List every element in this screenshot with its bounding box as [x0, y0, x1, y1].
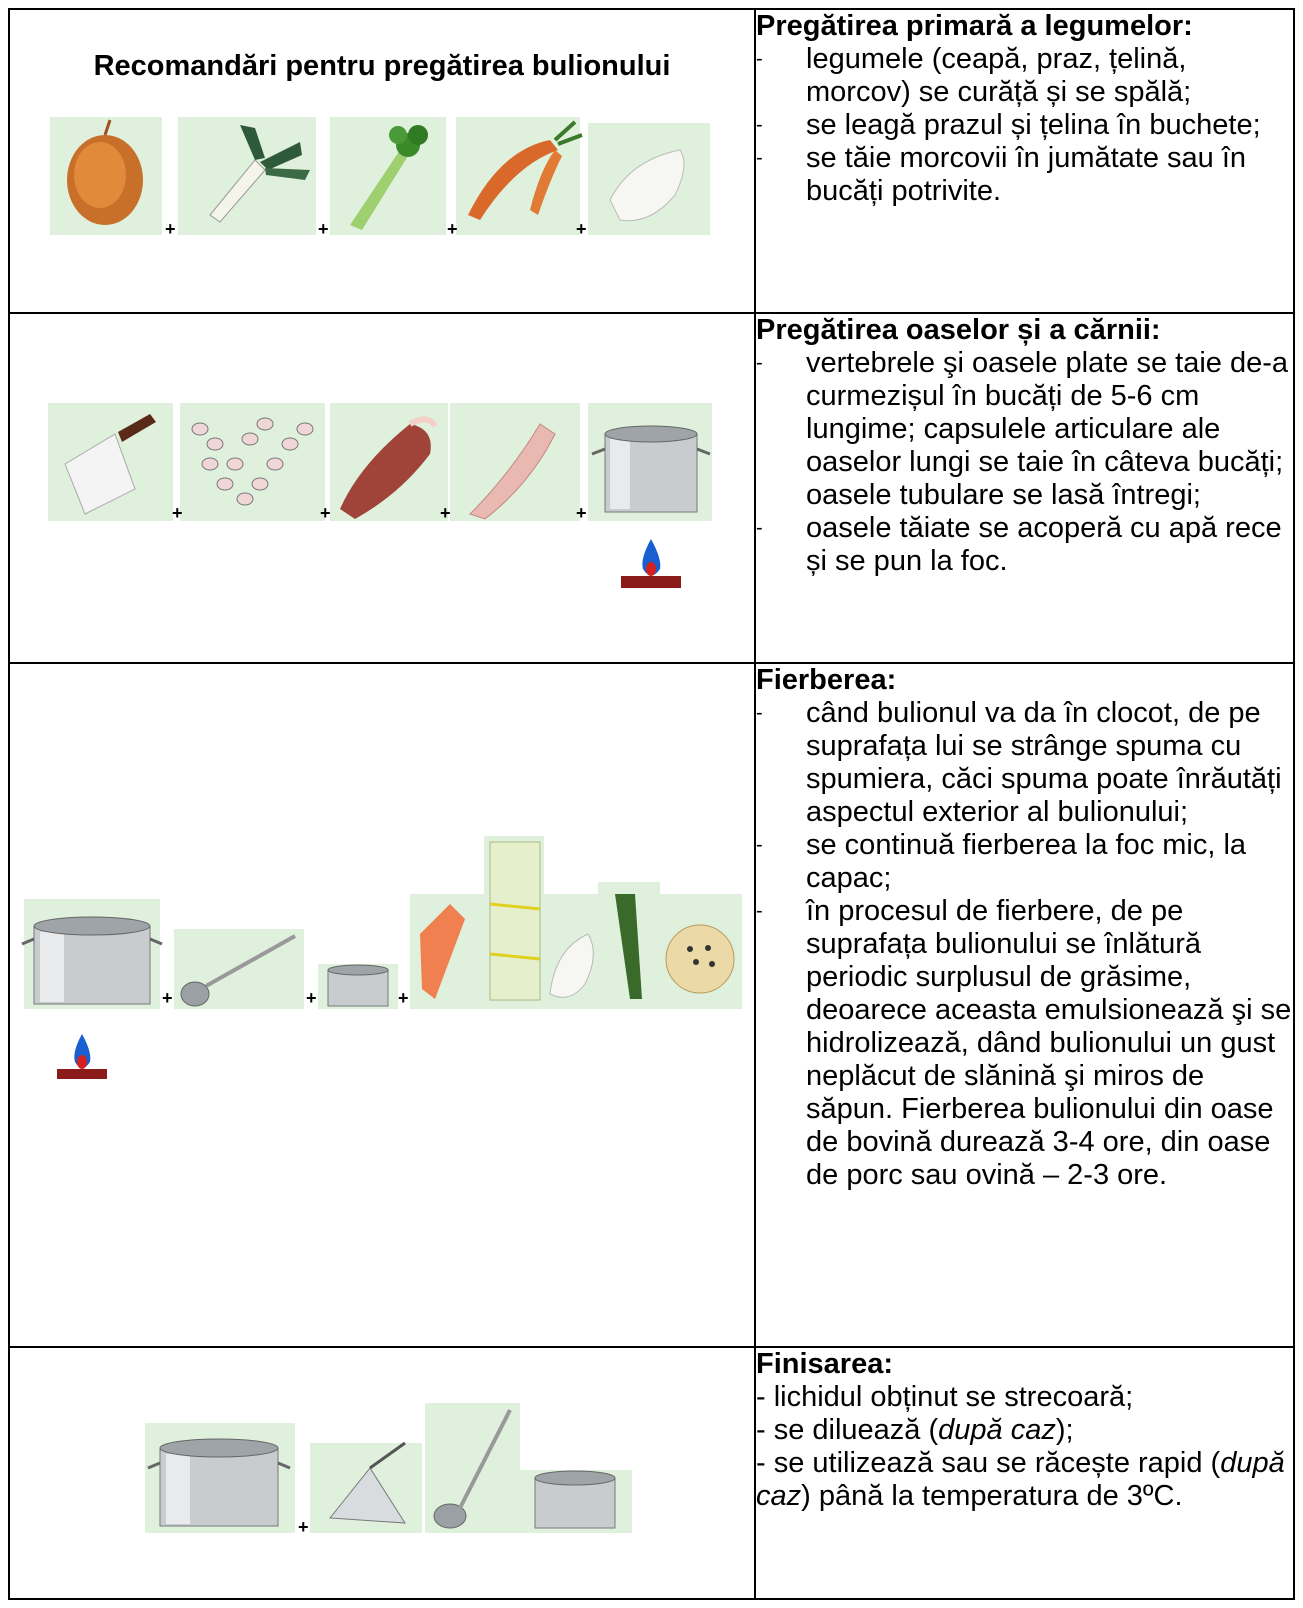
list-item: -se continuă fierberea la foc mic, la ca…: [756, 829, 1247, 894]
plus-sign: +: [440, 503, 451, 523]
list-item: -vertebrele şi oasele plate se taie de-a…: [756, 347, 1289, 511]
plus-sign: +: [172, 503, 183, 523]
list-item: - se utilizează sau se răcește rapid (du…: [756, 1447, 1285, 1512]
meat-icon: [340, 416, 438, 519]
plus-sign: +: [447, 219, 458, 239]
text-cell-vegetables: Pregătirea primară a legumelor: -legumel…: [754, 8, 1295, 314]
text-cell-boiling: Fierberea: -când bulionul va da în cloco…: [754, 662, 1295, 1348]
section-heading: Fierberea:: [756, 664, 897, 696]
list-item: -legumele (ceapă, praz, țelină, morcov) …: [756, 43, 1192, 108]
table-row: + Finisarea: - lichidul obținut se strec…: [8, 1346, 1295, 1600]
carrot-icon: [420, 904, 465, 999]
illustration-cell-boiling: + + +: [8, 662, 756, 1348]
steps-list: - lichidul obținut se strecoară; - se di…: [756, 1381, 1293, 1513]
pot-icon: [21, 916, 163, 1005]
list-item: -se leagă prazul și țelina în buchete;: [756, 109, 1261, 141]
section-heading: Pregătirea primară a legumelor:: [756, 10, 1193, 42]
text-cell-bones: Pregătirea oaselor și a cărnii: -vertebr…: [754, 312, 1295, 664]
steps-list: -când bulionul va da în clocot, de pe su…: [756, 697, 1293, 1192]
flame-icon: [57, 1034, 107, 1079]
table-row: + + + Fierberea: -când bulionul va da în…: [8, 662, 1295, 1348]
vegetables-illustration: + + + +: [50, 117, 710, 239]
flame-icon: [621, 539, 681, 588]
strainer-icon: [329, 1441, 406, 1524]
herb-bundle-icon: [615, 894, 642, 999]
skimmer-icon: [180, 934, 296, 1007]
steps-list: -vertebrele şi oasele plate se taie de-a…: [756, 347, 1293, 578]
spice-ball-icon: [665, 924, 735, 994]
pot-icon: [591, 425, 711, 513]
steps-list: -legumele (ceapă, praz, țelină, morcov) …: [756, 43, 1293, 208]
list-item: - se diluează (după caz);: [756, 1414, 1074, 1446]
leek-bundle-icon: [489, 841, 541, 1001]
plus-sign: +: [162, 988, 173, 1008]
pot-icon: [327, 964, 389, 1007]
plus-sign: +: [318, 219, 329, 239]
table-row: Recomandări pentru pregătirea bulionului: [8, 8, 1295, 314]
leek-icon: [209, 125, 310, 223]
root-vegetable-icon: [609, 149, 685, 222]
section-heading: Pregătirea oaselor și a cărnii:: [756, 314, 1161, 346]
list-item: -se tăie morcovii în jumătate sau în buc…: [756, 142, 1247, 207]
list-item: -când bulionul va da în clocot, de pe su…: [756, 697, 1282, 828]
plus-sign: +: [320, 503, 331, 523]
plus-sign: +: [165, 219, 176, 239]
bones-illustration: + + + +: [48, 403, 712, 588]
root-vegetable-icon: [549, 933, 594, 998]
cleaver-icon: [64, 414, 156, 515]
carrot-icon: [468, 120, 583, 220]
finishing-illustration: +: [145, 1403, 632, 1537]
meat-leg-icon: [469, 423, 556, 520]
bone-pieces-icon: [191, 417, 314, 506]
plus-sign: +: [398, 988, 409, 1008]
list-item: -oasele tăiate se acoperă cu apă rece și…: [756, 512, 1282, 577]
illustration-cell-vegetables: Recomandări pentru pregătirea bulionului: [8, 8, 756, 314]
plus-sign: +: [298, 1517, 309, 1537]
illustration-cell-bones: + + + +: [8, 312, 756, 664]
pot-icon: [534, 1470, 616, 1529]
section-heading: Finisarea:: [756, 1348, 893, 1380]
text-cell-finishing: Finisarea: - lichidul obținut se strecoa…: [754, 1346, 1295, 1600]
list-item: - lichidul obținut se strecoară;: [756, 1381, 1134, 1413]
list-item: -în procesul de fierbere, de pe suprafaț…: [756, 895, 1292, 1191]
ladle-icon: [433, 1409, 512, 1529]
celery-icon: [350, 125, 428, 230]
plus-sign: +: [306, 988, 317, 1008]
illustration-cell-finishing: +: [8, 1346, 756, 1600]
boiling-illustration: + + +: [21, 836, 742, 1079]
document-title: Recomandări pentru pregătirea bulionului: [93, 50, 671, 82]
recipe-table: Recomandări pentru pregătirea bulionului: [8, 8, 1295, 1600]
plus-sign: +: [576, 219, 587, 239]
plus-sign: +: [576, 503, 587, 523]
pot-icon: [147, 1438, 291, 1527]
table-row: + + + + Pregătirea oaselor și a cărnii: …: [8, 312, 1295, 664]
